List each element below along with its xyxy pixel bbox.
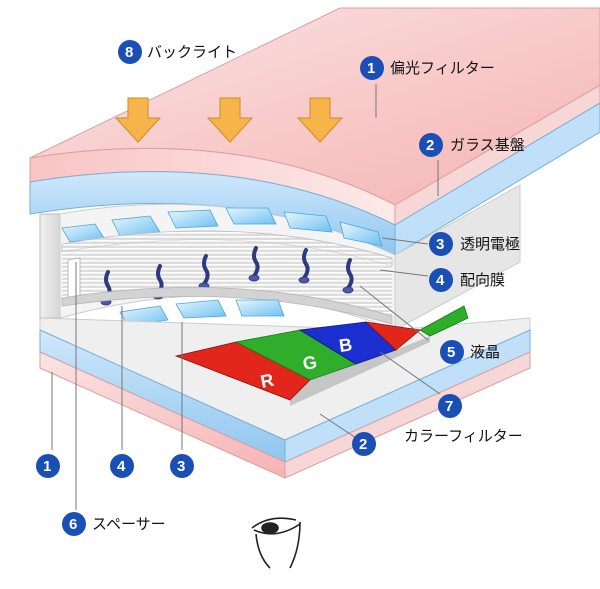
lc-molecule — [342, 258, 354, 294]
eye-icon — [251, 517, 301, 569]
label-glass: 2 ガラス基盤 — [419, 133, 525, 157]
number-badge — [62, 512, 86, 536]
svg-text:6: 6 — [69, 516, 77, 533]
svg-text:1: 1 — [367, 60, 375, 77]
backlight-arrows — [114, 97, 344, 143]
label-glass-lower: 2 — [352, 432, 376, 456]
down-arrow-icon — [114, 97, 162, 143]
leader-lines — [51, 84, 441, 510]
label-alignment: 4 配向膜 — [429, 268, 505, 292]
number-badge — [360, 56, 384, 80]
svg-text:3: 3 — [436, 236, 444, 253]
svg-text:2: 2 — [426, 137, 434, 154]
lc-molecule — [298, 248, 310, 284]
svg-text:カラーフィルター: カラーフィルター — [404, 427, 523, 445]
filter-green-tile — [419, 305, 469, 337]
number-badge — [429, 268, 453, 292]
svg-text:4: 4 — [117, 458, 126, 475]
label-polarizer: 1 偏光フィルター — [360, 56, 495, 80]
number-badge — [438, 394, 462, 418]
number-badge — [170, 454, 194, 478]
filter-letter-b: B — [338, 334, 354, 356]
number-badge — [110, 454, 134, 478]
number-badge — [440, 340, 464, 364]
number-badge — [429, 232, 453, 256]
svg-text:2: 2 — [359, 436, 367, 453]
svg-text:配向膜: 配向膜 — [460, 271, 505, 289]
svg-text:透明電極: 透明電極 — [460, 235, 520, 253]
label-liquid-crystal: 5 液晶 — [440, 340, 500, 364]
svg-text:バックライト: バックライト — [147, 43, 237, 61]
down-arrow-icon — [296, 97, 344, 143]
filter-letter-g: G — [301, 352, 318, 374]
label-electrode: 3 透明電極 — [429, 232, 520, 256]
svg-text:偏光フィルター: 偏光フィルター — [390, 59, 495, 77]
label-bottom-row: 1 4 3 — [36, 454, 194, 478]
label-color-filter: 7 カラーフィルター — [404, 394, 523, 445]
svg-text:8: 8 — [125, 44, 133, 61]
color-filter: R G B — [174, 305, 469, 406]
lc-molecule — [248, 246, 260, 282]
svg-text:5: 5 — [447, 344, 455, 361]
label-backlight: 8 バックライト — [118, 40, 237, 64]
svg-text:スペーサー: スペーサー — [92, 515, 166, 533]
filter-red-tile — [364, 321, 421, 351]
upper-electrode-tiles — [61, 207, 383, 247]
svg-text:3: 3 — [177, 458, 185, 475]
lower-alignment-film — [61, 287, 393, 325]
svg-text:液晶: 液晶 — [470, 343, 500, 361]
svg-text:7: 7 — [445, 398, 453, 415]
svg-text:1: 1 — [43, 458, 51, 475]
label-spacer: 6 スペーサー — [62, 512, 166, 536]
down-arrow-icon — [206, 97, 254, 143]
number-badge — [118, 40, 142, 64]
number-badge — [36, 454, 60, 478]
svg-text:ガラス基盤: ガラス基盤 — [450, 136, 525, 154]
liquid-crystal-region — [62, 239, 392, 316]
filter-letter-r: R — [259, 370, 276, 392]
number-badge — [352, 432, 376, 456]
number-badge — [419, 133, 443, 157]
svg-text:4: 4 — [436, 272, 445, 289]
